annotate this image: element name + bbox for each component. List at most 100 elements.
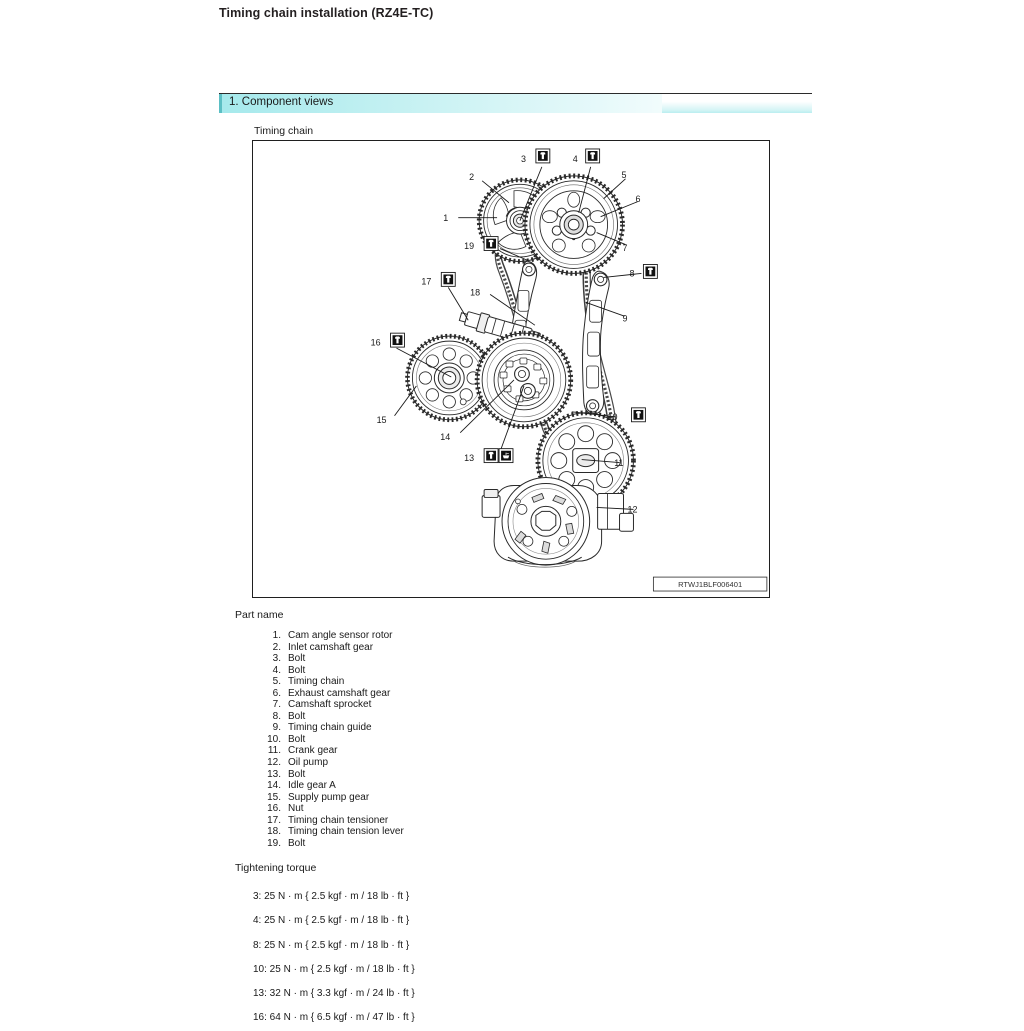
callout-leader-line [578,166,592,213]
part-label: Nut [288,803,304,815]
part-list-item: 12.Oil pump [255,757,585,769]
part-list-item: 2. Inlet camshaft gear [255,642,585,654]
part-label: Bolt [288,653,306,665]
tightening-torque-heading: Tightening torque [235,862,317,874]
callout-17: 17 [421,271,469,321]
part-number: 10. [267,733,281,745]
figure-code: RTWJ1BLF006401 [678,580,742,589]
bolt-icon [633,409,644,420]
bolt-icon [392,335,403,346]
part-number: 7. [272,699,281,711]
callout-10: 10 [571,407,646,423]
part-label: Cam angle sensor rotor [288,630,393,641]
part-number: 4. [272,664,281,676]
torque-spec-item: 16: 64 N · m { 6.5 kgf · m / 47 lb · ft … [253,1012,415,1024]
section-header-gradient [219,94,812,113]
bolt-icon [443,274,454,285]
callout-leader-line [459,379,515,434]
bolt-icon [537,150,548,161]
callout-number: 4 [573,154,578,164]
part-label: Bolt [288,733,306,745]
part-list-item: 3.Bolt [255,653,585,665]
part-label: Inlet camshaft gear [288,641,374,653]
callout-number: 14 [440,432,450,442]
callout-number: 2 [469,172,474,182]
bolt-icon [587,150,598,161]
section-header-accent-edge [219,94,222,113]
callout-leader-line [396,347,452,378]
part-list-item: 9.Timing chain guide [255,722,585,734]
part-list-item: 15. Supply pump gear [255,792,585,804]
part-list-item: 11.Crank gear [255,745,585,757]
bolt-icon [486,238,497,249]
part-number: 15. [267,791,281,803]
part-number: 8. [272,710,281,722]
part-number: 9. [272,722,281,734]
callout-3: 3 [519,148,551,221]
callout-leader-line [499,248,529,261]
part-label: Supply pump gear [288,791,370,803]
part-label: Timing chain [288,676,345,688]
part-label: Timing chain tension lever [288,826,404,838]
part-number: 13. [267,768,281,780]
callout-12: 12 [596,505,637,515]
callout-15: 15 [377,385,417,425]
callout-number: 16 [371,337,381,347]
callout-leader-line [585,301,625,317]
section-header-bar: 1. Component views [219,93,812,113]
part-list-item: 6.Exhaust camshaft gear [255,688,585,700]
torque-spec-item: 10: 25 N · m { 2.5 kgf · m / 18 lb · ft … [253,963,415,975]
callout-4: 4 [573,148,601,213]
callout-7: 7 [596,232,628,253]
callout-leader-line [596,232,626,245]
torque-spec-item: 3: 25 N · m { 2.5 kgf · m / 18 lb · ft } [253,891,410,902]
part-list-item: 16.Nut [255,803,585,815]
callout-number: 6 [635,194,640,204]
section-header-label: 1. Component views [229,96,334,108]
tightening-torque-list: 3: 25 N · m { 2.5 kgf · m / 18 lb · ft }… [253,885,653,1031]
callout-number: 13 [464,453,474,463]
part-label: Bolt [288,710,306,722]
callout-number: 8 [629,269,634,279]
part-number: 5. [272,676,281,688]
figure-caption: Timing chain [254,125,314,137]
part-list-item: 1. Cam angle sensor rotor [255,630,585,642]
figure-code-box: RTWJ1BLF006401 [652,576,768,592]
part-list-item: 5. Timing chain [255,676,585,688]
part-label: Idle gear A [288,780,336,792]
part-list-item: 14. Idle gear A [255,780,585,792]
callout-number: 3 [521,154,526,164]
callout-16: 16 [371,332,452,378]
callout-leader-line [394,385,417,417]
callout-number: 17 [421,277,431,287]
part-label: Oil pump [288,757,329,769]
part-list-item: 4. Bolt [255,665,585,677]
callout-leader-line [447,287,469,321]
part-list-item: 8. Bolt [255,711,585,723]
bolt-icon [486,450,497,461]
callout-leader-line [499,385,525,452]
part-label: Bolt [288,664,306,676]
callout-13: 13 [464,385,525,464]
part-number: 1. [272,630,281,641]
part-number: 14. [267,780,281,792]
oil-application-icon [501,450,511,461]
callout-6: 6 [600,194,640,218]
callout-18: 18 [470,288,536,326]
callout-leader-line [603,272,642,278]
callout-leader-line [481,180,510,204]
callout-number: 1 [443,213,448,223]
part-label: Camshaft sprocket [288,699,372,711]
part-number: 19. [267,837,281,849]
part-number: 2. [272,641,281,653]
part-name-list: 1. Cam angle sensor rotor 2. Inlet camshaft… [255,630,585,849]
part-list-item: 18.Timing chain tension lever [255,826,585,838]
page-title: Timing chain installation (RZ4E-TC) [219,6,434,20]
callout-leader-line [489,293,536,326]
callout-1: 1 [443,213,498,223]
part-number: 11. [267,745,281,757]
callout-leader-line [581,459,620,464]
